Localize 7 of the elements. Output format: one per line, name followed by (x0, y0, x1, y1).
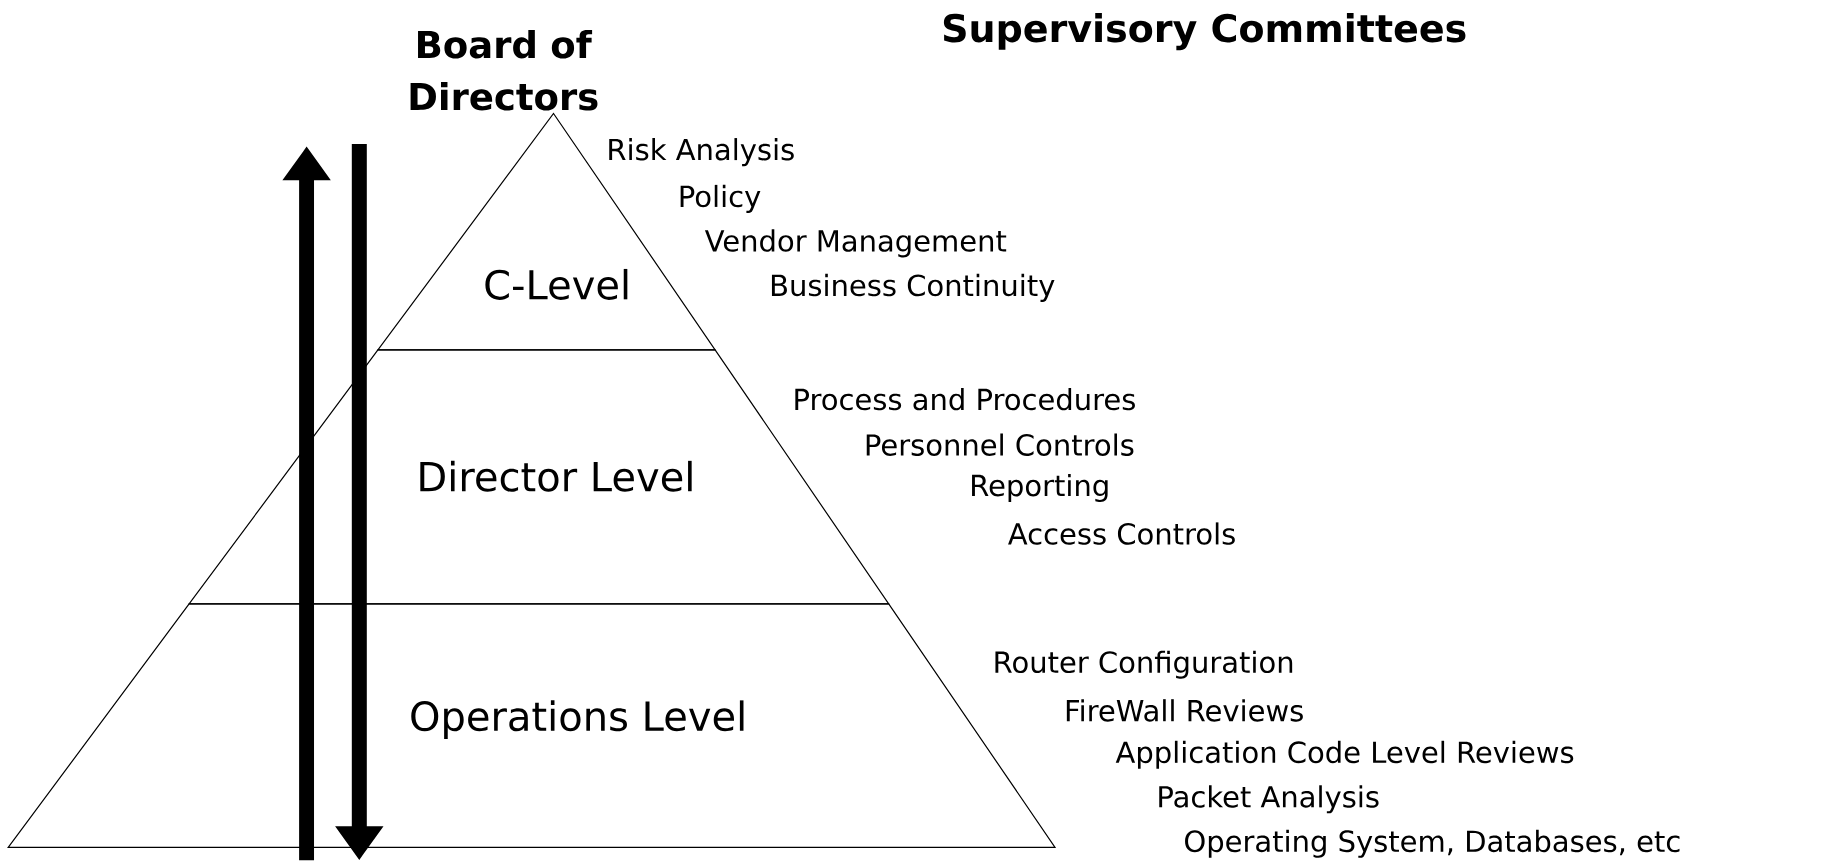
committee-label: Operating System, Databases, etc (1185, 829, 1680, 858)
committee-label: Packet Analysis (1159, 785, 1379, 814)
title: Supervisory Committees (943, 13, 1466, 51)
committee-label: Application Code Level Reviews (1115, 740, 1574, 769)
committee-label: Business Continuity (771, 273, 1055, 302)
committee-label: Reporting (972, 473, 1108, 503)
committee-label: Access Controls (1008, 522, 1235, 545)
